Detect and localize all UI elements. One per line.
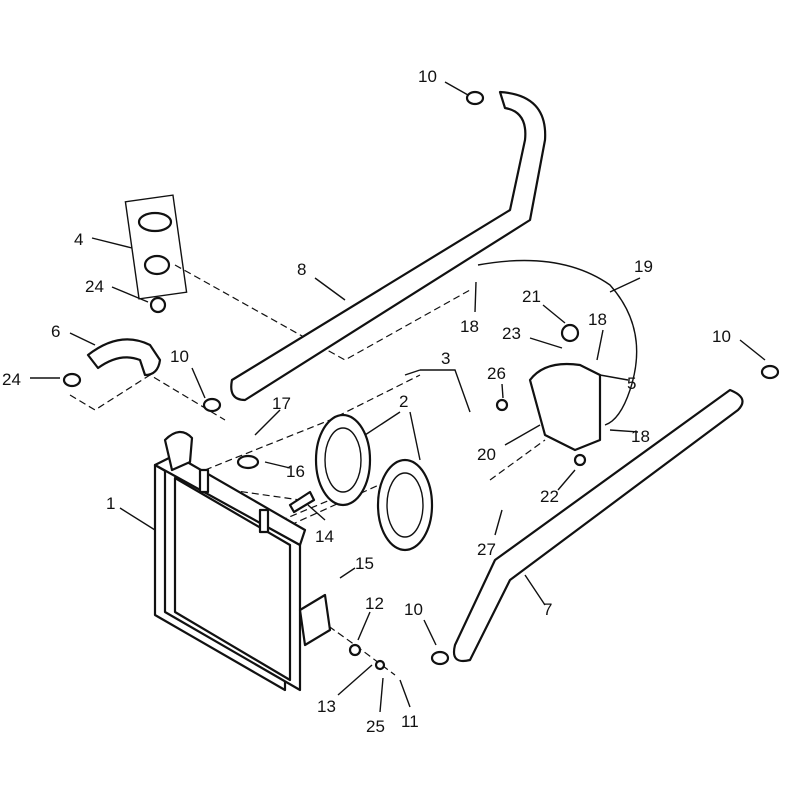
callout-25: 25	[366, 717, 385, 736]
lower-hose	[452, 388, 744, 663]
callout-13: 13	[317, 697, 336, 716]
callout-10: 10	[712, 327, 731, 346]
reservoir-tank	[528, 362, 602, 452]
callout-22: 22	[540, 487, 559, 506]
callout-21: 21	[522, 287, 541, 306]
callout-6: 6	[51, 322, 60, 341]
callout-16: 16	[286, 462, 305, 481]
leader-lines	[30, 81, 766, 713]
radiator	[153, 430, 332, 692]
callout-8: 8	[297, 260, 306, 279]
callout-15: 15	[355, 554, 374, 573]
callout-4: 4	[74, 230, 83, 249]
callout-19: 19	[634, 257, 653, 276]
callout-1: 1	[106, 494, 115, 513]
callout-17: 17	[272, 394, 291, 413]
callout-23: 23	[502, 324, 521, 343]
callout-18: 18	[631, 427, 650, 446]
callout-26: 26	[487, 364, 506, 383]
callout-10: 10	[170, 347, 189, 366]
callout-labels: 10 4 8 19 24 21 18 18 6 23 10 10 3 24 26…	[2, 67, 731, 736]
callout-5: 5	[627, 374, 636, 393]
radiator-cap-box	[124, 194, 188, 300]
callout-24: 24	[2, 370, 21, 389]
overflow-tube	[477, 259, 638, 426]
callout-20: 20	[477, 445, 496, 464]
bypass-hose	[86, 338, 162, 377]
upper-hose	[230, 90, 547, 402]
hose-clamps	[62, 90, 780, 671]
callout-27: 27	[477, 540, 496, 559]
callout-12: 12	[365, 594, 384, 613]
callout-14: 14	[315, 527, 334, 546]
callout-7: 7	[543, 600, 552, 619]
callout-11: 11	[401, 712, 419, 731]
callout-18: 18	[588, 310, 607, 329]
callout-3: 3	[441, 349, 450, 368]
callout-24: 24	[85, 277, 104, 296]
fan-motors	[314, 413, 434, 552]
callout-18: 18	[460, 317, 479, 336]
callout-2: 2	[399, 392, 408, 411]
callout-10: 10	[404, 600, 423, 619]
callout-10: 10	[418, 67, 437, 86]
